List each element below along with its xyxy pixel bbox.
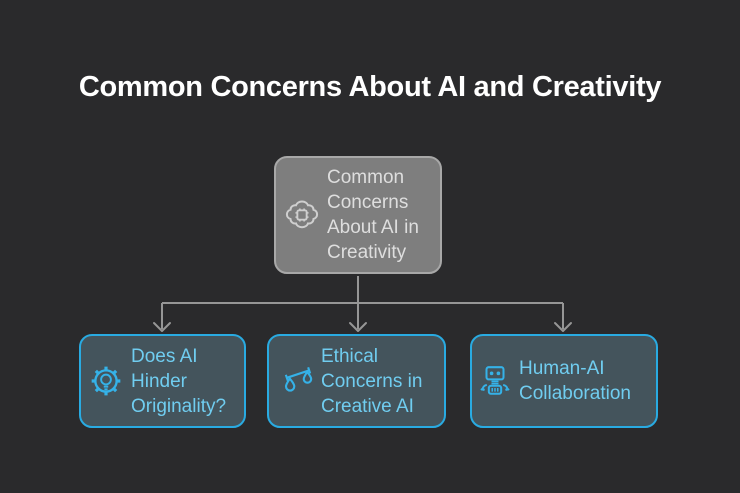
- node-label-line: Creative AI: [321, 395, 414, 417]
- brain-chip-icon: [283, 196, 321, 234]
- node-label-line: Concerns in: [321, 370, 423, 392]
- node-human-ai-collaboration[interactable]: Human-AI Collaboration: [470, 334, 658, 428]
- arrowhead-middle: [349, 322, 367, 332]
- robot-icon: [478, 364, 512, 398]
- node-common-concerns[interactable]: Common Concerns About AI in Creativity: [274, 156, 442, 274]
- node-label-line: Collaboration: [519, 383, 631, 404]
- node-label-line: Ethical: [321, 345, 379, 367]
- arrowhead-right: [554, 322, 572, 332]
- node-label: Ethical Concerns in Creative AI: [321, 344, 422, 419]
- node-label-line: Creativity: [327, 242, 407, 263]
- page-title: Common Concerns About AI and Creativity: [78, 71, 662, 103]
- node-label-line: Does AI: [131, 345, 198, 367]
- balance-scales-icon: [281, 364, 315, 398]
- node-label: Does AI Hinder Originality?: [131, 344, 226, 419]
- connector-trunk: [161, 276, 564, 329]
- node-label-line: About AI in: [327, 217, 419, 238]
- node-label-line: Originality?: [131, 395, 227, 417]
- node-does-ai-hinder-originality[interactable]: Does AI Hinder Originality?: [79, 334, 246, 428]
- node-label-line: Concerns: [327, 192, 409, 213]
- arrowhead-left: [153, 322, 171, 332]
- node-label: Common Concerns About AI in Creativity: [327, 165, 419, 265]
- gear-lightbulb-icon: [89, 364, 123, 398]
- node-label: Human-AI Collaboration: [519, 356, 631, 406]
- node-ethical-concerns[interactable]: Ethical Concerns in Creative AI: [267, 334, 446, 428]
- node-label-line: Common: [327, 167, 405, 188]
- node-label-line: Human-AI: [519, 358, 605, 379]
- node-label-line: Hinder: [131, 370, 187, 392]
